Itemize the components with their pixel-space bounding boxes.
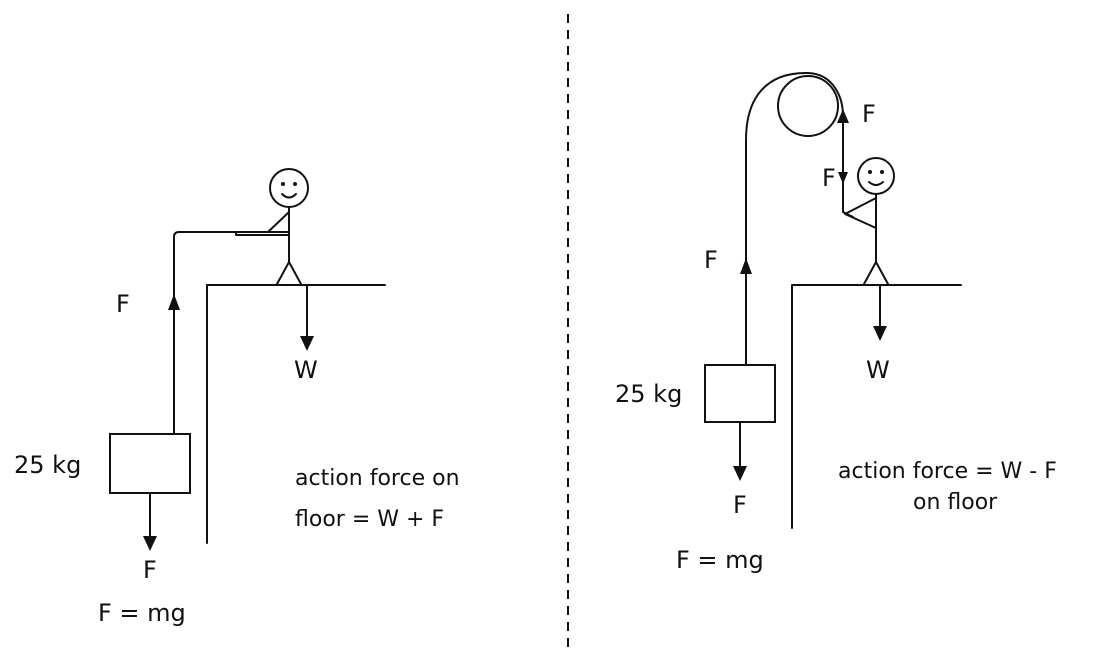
left-panel: F W 25 kg F F = mg action force on floor…: [14, 168, 460, 627]
left-person-weight-label: W: [294, 356, 318, 384]
right-mass-block: [704, 364, 776, 423]
left-weight-arrowhead: [143, 536, 157, 551]
right-weight-arrowhead: [733, 466, 747, 481]
right-person-mouth: [868, 181, 884, 186]
right-note-line2: on floor: [913, 490, 998, 515]
left-formula: F = mg: [98, 599, 186, 627]
left-person-eye-left: [281, 182, 285, 186]
right-rope: [745, 71, 844, 366]
right-person-eye-right: [880, 170, 884, 174]
left-weight-label: F: [143, 556, 157, 584]
right-mass-label: 25 kg: [615, 380, 682, 408]
right-weight-label: F: [733, 491, 747, 519]
left-note-line1: action force on: [295, 466, 460, 491]
left-person-arm: [267, 211, 290, 233]
left-mass-label: 25 kg: [14, 451, 81, 479]
left-person: [267, 168, 309, 285]
left-mass-block: [109, 433, 191, 494]
left-person-eye-right: [293, 182, 297, 186]
right-person-eye-left: [868, 170, 872, 174]
left-rope-hand: [235, 231, 289, 236]
right-person-arm: [844, 197, 877, 229]
pulley-wheel: [777, 75, 839, 137]
right-formula: F = mg: [676, 546, 764, 574]
right-pull-up-label: F: [862, 100, 876, 128]
right-tension-arrowhead: [740, 258, 752, 274]
left-tension-label: F: [116, 290, 130, 318]
right-panel: F F F W 25 kg F F = mg action force = W …: [615, 71, 1057, 574]
right-pull-up-arrowhead: [837, 109, 849, 123]
left-rope: [173, 231, 289, 435]
right-person-weight-arrowhead: [873, 326, 887, 341]
left-ledge: [206, 284, 386, 544]
left-person-head: [269, 168, 309, 208]
right-person-head: [857, 157, 895, 195]
left-tension-arrowhead: [168, 294, 180, 310]
left-person-weight-arrowhead: [300, 336, 314, 351]
right-person: [844, 157, 895, 285]
right-tension-label: F: [704, 246, 718, 274]
right-pull-down-arrowhead: [838, 172, 848, 184]
right-ledge: [791, 284, 962, 529]
right-person-legs: [863, 261, 889, 285]
left-person-legs: [276, 261, 302, 285]
right-note-line1: action force = W - F: [838, 459, 1057, 484]
left-note-line2: floor = W + F: [295, 507, 444, 532]
left-person-mouth: [281, 193, 297, 199]
right-person-weight-label: W: [866, 356, 890, 384]
right-pull-down-label: F: [822, 164, 836, 192]
